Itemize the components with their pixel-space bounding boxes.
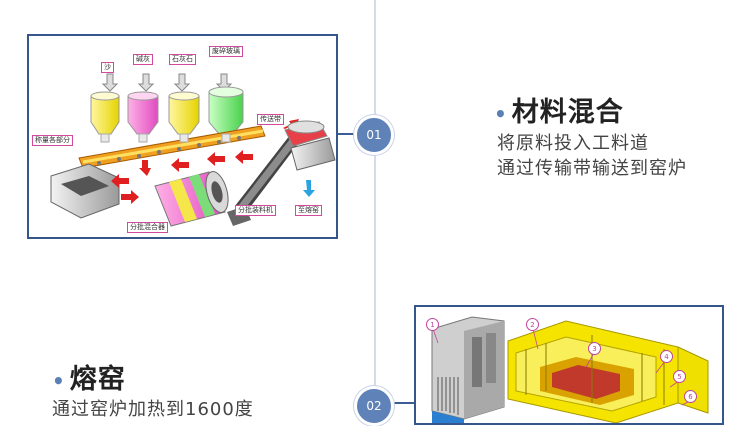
step-2-title-text: 熔窑 bbox=[69, 364, 126, 395]
step-2-number-badge: 02 bbox=[354, 386, 394, 426]
step-1-number-badge: 01 bbox=[354, 115, 394, 155]
step-2-title: •熔窑 bbox=[52, 357, 126, 396]
step-1-description-line: 通过传输带输送到窑炉 bbox=[497, 158, 687, 179]
callout-number-1: 1 bbox=[426, 318, 439, 331]
label-weigher: 称量各部分 bbox=[32, 135, 73, 146]
callout-number-6: 6 bbox=[684, 390, 697, 403]
step-1-description: 将原料投入工料道 通过传输带输送到窑炉 bbox=[497, 131, 687, 181]
timeline-line bbox=[374, 0, 376, 410]
label-sand: 沙 bbox=[101, 62, 114, 73]
label-cullet: 废碎玻璃 bbox=[209, 46, 243, 57]
step-1-diagram-panel: 沙 碱灰 石灰石 废碎玻璃 称量各部分 传送带 分批混合器 分批装料机 至熔窑 bbox=[27, 34, 338, 239]
callout-number-2: 2 bbox=[526, 318, 539, 331]
step-1-description-line: 将原料投入工料道 bbox=[497, 133, 649, 154]
label-soda: 碱灰 bbox=[133, 54, 153, 65]
callout-number-4: 4 bbox=[660, 350, 673, 363]
label-limestone: 石灰石 bbox=[169, 54, 196, 65]
step-2-diagram-panel: 1 2 3 4 5 6 bbox=[414, 305, 724, 425]
batch-mixing-diagram bbox=[50, 73, 336, 227]
step-1-title-text: 材料混合 bbox=[511, 97, 624, 128]
bullet-dot: • bbox=[494, 101, 508, 126]
step-1-title: •材料混合 bbox=[494, 90, 624, 129]
label-conveyor: 传送带 bbox=[257, 114, 284, 125]
callout-number-3: 3 bbox=[588, 342, 601, 355]
label-to-furnace: 至熔窑 bbox=[295, 205, 322, 216]
bullet-dot: • bbox=[52, 368, 66, 393]
step-1-connector bbox=[338, 133, 360, 135]
label-batch-mixer: 分批混合器 bbox=[127, 222, 168, 233]
furnace-diagram bbox=[431, 316, 709, 423]
label-batch-loader: 分批装料机 bbox=[235, 205, 276, 216]
callout-number-5: 5 bbox=[673, 370, 686, 383]
step-2-connector bbox=[390, 402, 414, 404]
